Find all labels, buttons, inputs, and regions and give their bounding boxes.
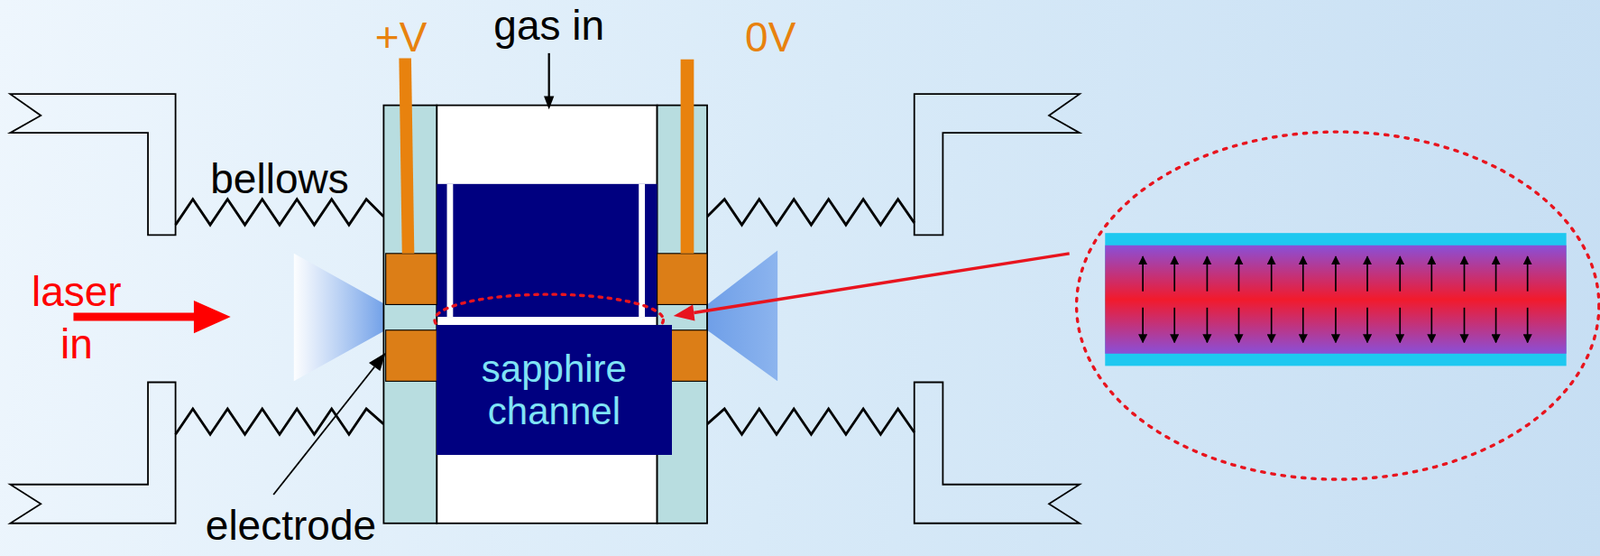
gas-arrow: [548, 53, 551, 99]
capillary-wall: [1104, 232, 1566, 366]
zoom-pointer-head: [673, 303, 696, 321]
plasma-column: [1104, 245, 1566, 354]
sapphire-block: sapphire channel: [436, 324, 672, 455]
gas-arrow-head: [543, 95, 554, 110]
inset-ellipse: [1076, 131, 1600, 479]
laser-cone: [707, 249, 778, 381]
electrode-rod: [398, 58, 414, 254]
sapphire-block: [436, 183, 657, 317]
part-label: electrode: [205, 502, 377, 549]
gas-label: gas in: [493, 2, 605, 49]
flange: [9, 93, 1080, 524]
leader-line: [273, 367, 375, 496]
housing: [436, 105, 657, 524]
gas-slot: [447, 183, 454, 317]
gas-slot: [638, 183, 645, 317]
voltage-label: 0V: [744, 13, 796, 60]
voltage-label: +V: [375, 13, 428, 60]
zoom-pointer: [693, 253, 1069, 313]
laser-cone: [294, 253, 387, 382]
part-label: bellows: [210, 156, 349, 203]
electrode-rod: [680, 59, 695, 254]
laser-arrow-head: [193, 300, 231, 333]
laser-label: laser in: [31, 266, 122, 370]
node-text: sapphire channel: [436, 347, 672, 433]
field-arrows: [1142, 256, 1528, 342]
leader-head: [368, 352, 387, 371]
